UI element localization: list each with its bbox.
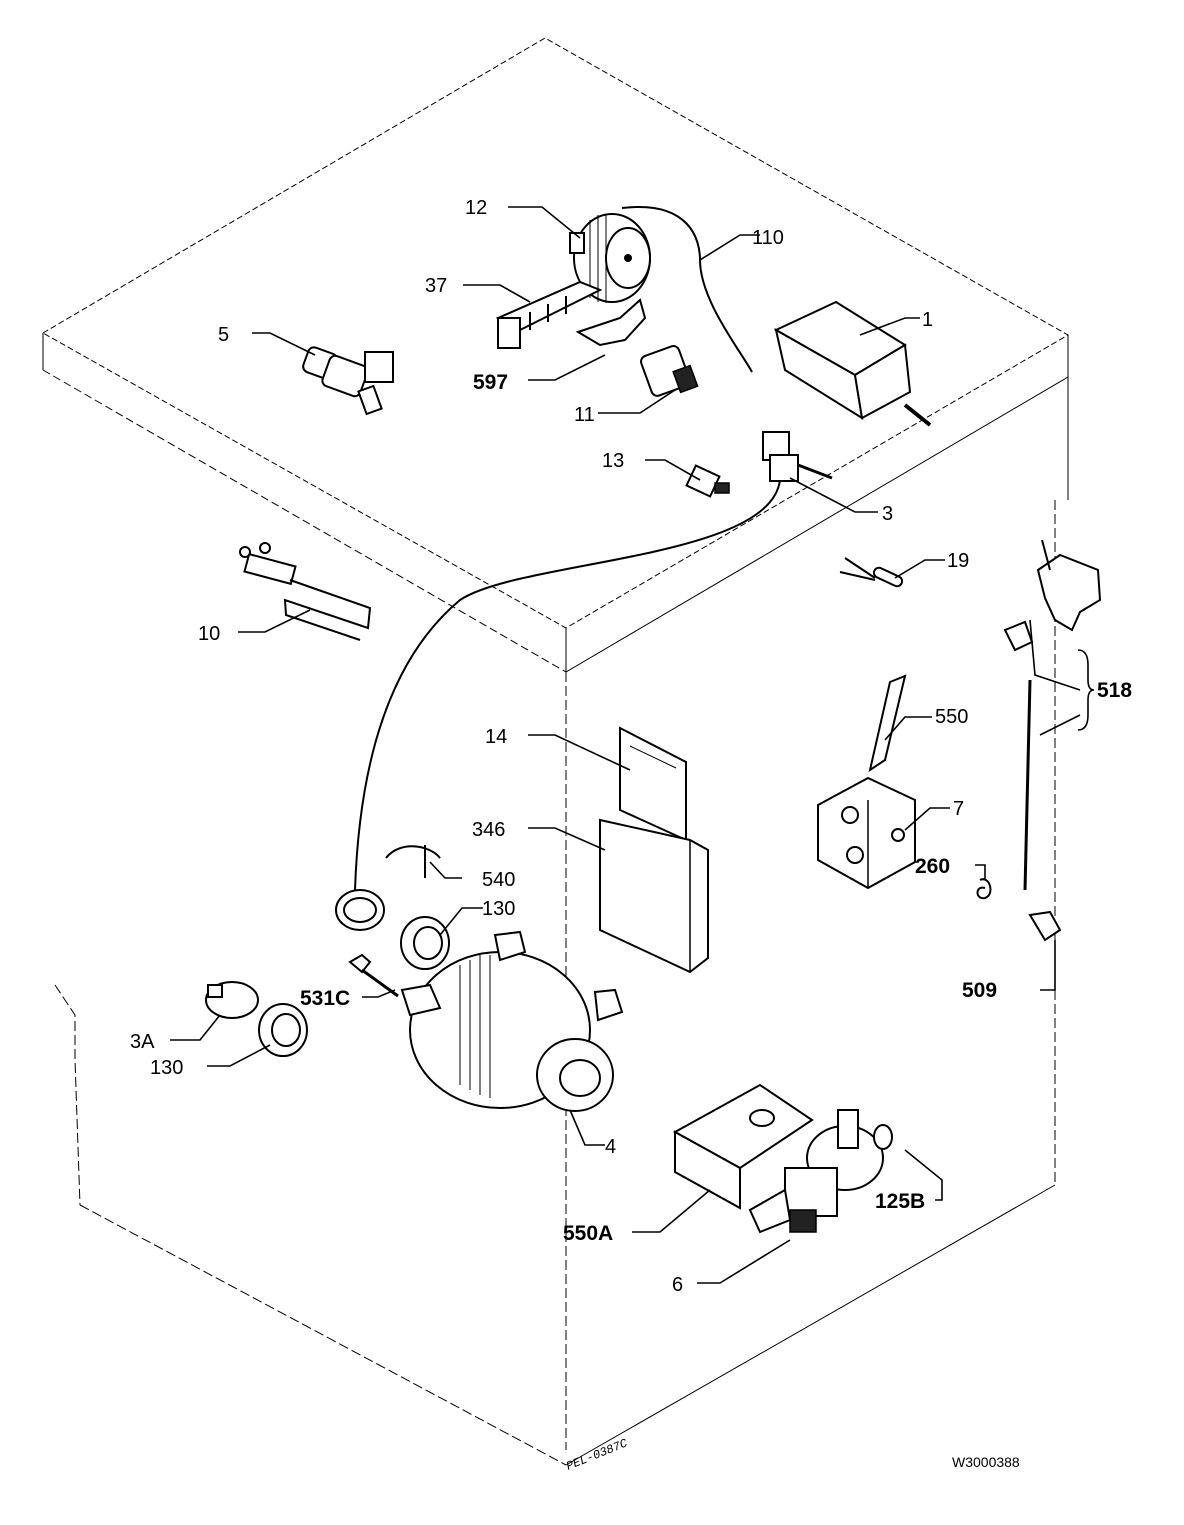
bushing-part-upper — [400, 916, 450, 970]
label-346: 346 — [472, 819, 505, 841]
label-7: 7 — [953, 798, 964, 820]
label-110: 110 — [752, 227, 784, 249]
screw-part — [348, 953, 399, 998]
electronic-module-part — [599, 726, 709, 974]
drain-pump-part — [748, 1109, 884, 1234]
label-12: 12 — [465, 197, 487, 219]
label-597: 597 — [473, 371, 508, 394]
heater-part — [239, 542, 372, 641]
door-switch-part — [762, 431, 833, 482]
label-1: 1 — [922, 309, 933, 331]
label-37: 37 — [425, 275, 447, 297]
small-switch-part — [685, 464, 730, 498]
capacitor-part — [640, 345, 699, 397]
label-14: 14 — [485, 726, 507, 748]
thermostat-part — [205, 981, 259, 1019]
motor-part — [400, 930, 624, 1112]
label-3: 3 — [882, 503, 893, 525]
programmer-part — [773, 300, 932, 427]
sensor-part — [839, 557, 904, 588]
callout-labels: 12 110 37 5 1 597 11 13 3 19 10 518 550 … — [130, 197, 1132, 1296]
clip-part — [575, 298, 647, 347]
label-125b: 125B — [875, 1190, 925, 1213]
cabinet-outline — [42, 37, 1070, 1466]
handwritten-note: PEL-0387C — [564, 1436, 630, 1474]
label-11: 11 — [574, 404, 595, 426]
bracket-part — [495, 280, 603, 349]
label-518: 518 — [1097, 679, 1132, 702]
label-540: 540 — [482, 869, 515, 891]
o-ring-part — [873, 1124, 893, 1150]
inlet-valve-part — [302, 346, 394, 416]
door-wire-part — [354, 479, 781, 891]
grommet-part — [335, 889, 385, 931]
label-10: 10 — [198, 623, 220, 645]
drawing-code: W3000388 — [952, 1454, 1020, 1470]
leader-lines — [170, 206, 1095, 1284]
label-4: 4 — [605, 1136, 616, 1158]
spring-part — [976, 878, 992, 900]
label-550a: 550A — [563, 1222, 613, 1245]
door-lock-part — [1003, 539, 1102, 942]
label-550: 550 — [935, 706, 968, 728]
wire-clip-part — [385, 845, 441, 878]
label-130-upper: 130 — [482, 898, 515, 920]
label-13: 13 — [602, 450, 624, 472]
label-130-lower: 130 — [150, 1057, 183, 1079]
label-260: 260 — [915, 855, 950, 878]
label-3a: 3A — [130, 1031, 155, 1053]
label-509: 509 — [962, 979, 997, 1002]
label-531c: 531C — [300, 987, 350, 1010]
label-19: 19 — [947, 550, 969, 572]
pressure-switch-part — [569, 213, 651, 303]
bushing-part-lower — [258, 1003, 308, 1057]
door-interlock-part — [817, 674, 916, 890]
pump-cover-part — [672, 1083, 814, 1210]
label-5: 5 — [218, 324, 229, 346]
label-6: 6 — [672, 1274, 683, 1296]
